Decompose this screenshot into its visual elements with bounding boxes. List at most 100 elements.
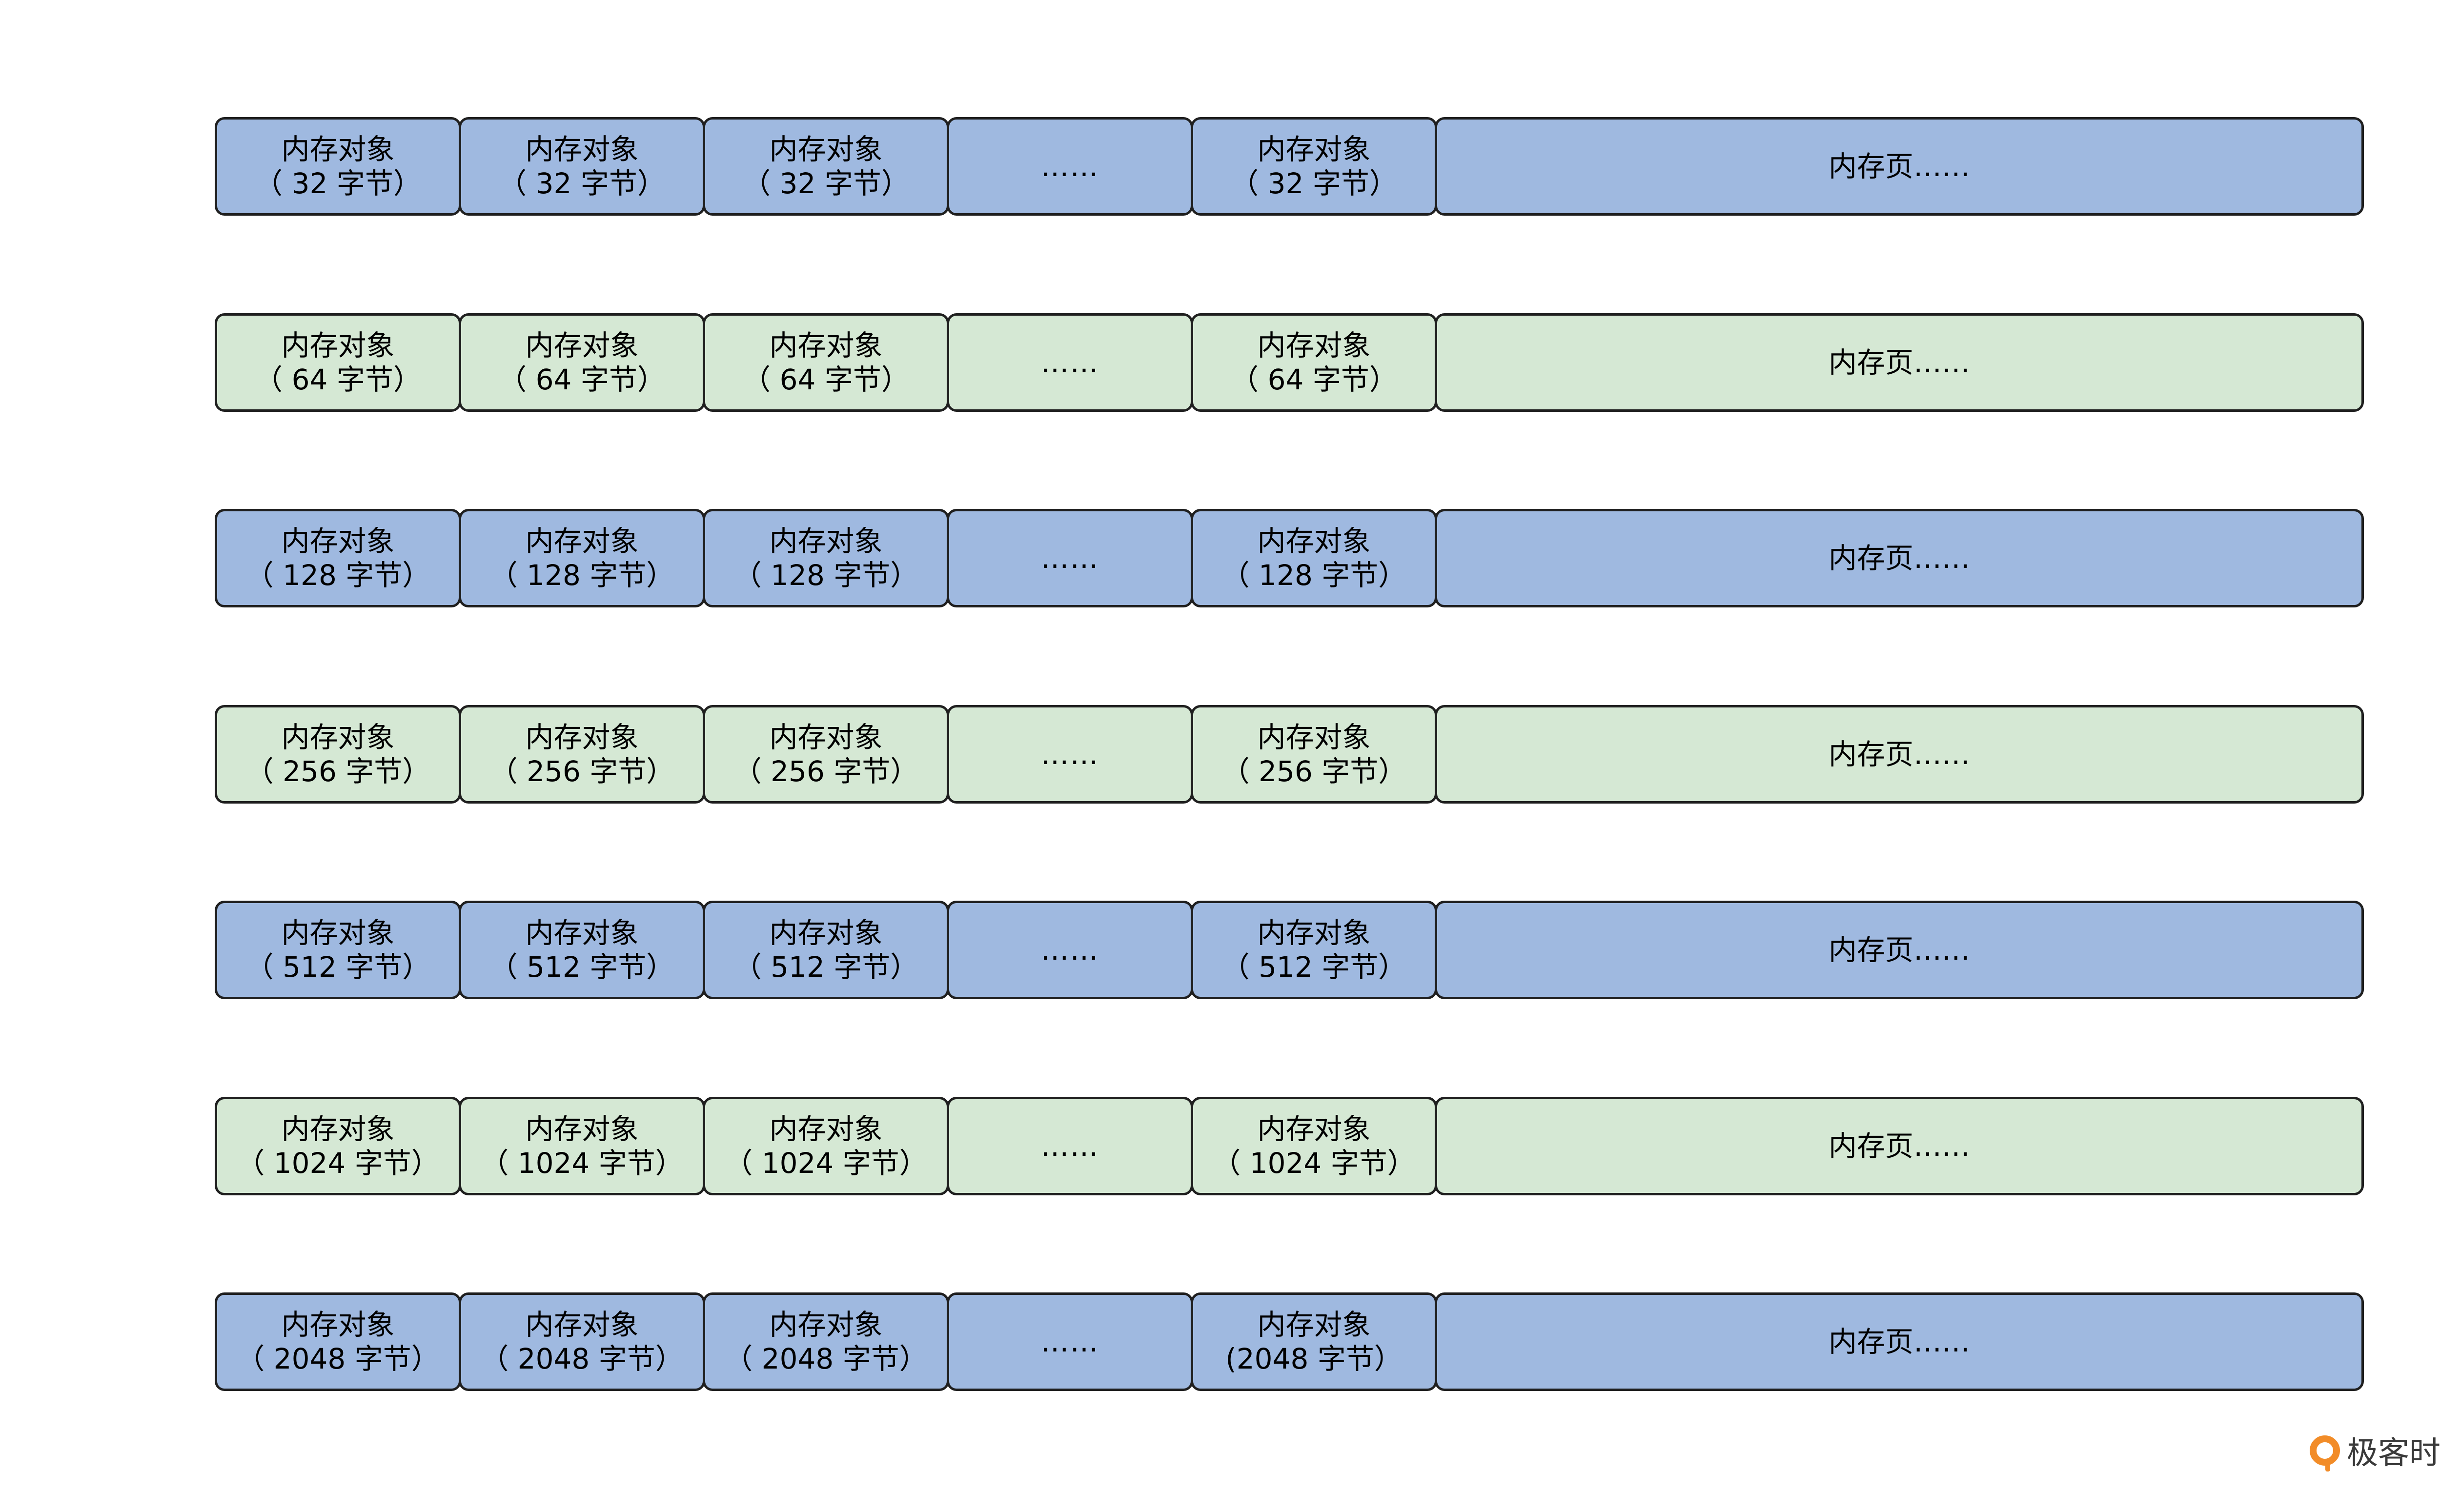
memory-object-cell: 内存对象（ 2048 字节）: [703, 1292, 949, 1391]
object-label: 内存对象: [525, 329, 639, 362]
object-size-label: （ 512 字节）: [733, 950, 919, 984]
brand-logo: 极客时间: [2310, 1428, 2440, 1473]
memory-object-cell: 内存对象（ 512 字节）: [459, 901, 705, 999]
object-label: 内存对象: [1257, 1112, 1371, 1146]
object-size-label: （ 512 字节）: [1221, 950, 1407, 984]
object-size-label: （ 256 字节）: [1221, 755, 1407, 788]
memory-object-cell: 内存对象（ 64 字节）: [215, 313, 461, 412]
object-label: 内存对象: [525, 524, 639, 558]
memory-object-cell: 内存对象(2048 字节）: [1191, 1292, 1437, 1391]
ellipsis-label: ……: [1040, 150, 1099, 183]
object-size-label: （ 256 字节）: [245, 755, 431, 788]
memory-page-cell: 内存页……: [1435, 117, 2364, 216]
object-size-label: （ 64 字节）: [498, 363, 666, 396]
ellipsis-label: ……: [1040, 346, 1099, 379]
memory-row: 内存对象（ 32 字节）内存对象（ 32 字节）内存对象（ 32 字节）……内存…: [215, 117, 2364, 216]
ellipsis-label: ……: [1040, 933, 1099, 967]
memory-object-cell: 内存对象（ 1024 字节）: [459, 1097, 705, 1195]
memory-object-cell: 内存对象（ 64 字节）: [1191, 313, 1437, 412]
ellipsis-cell: ……: [947, 509, 1193, 607]
ellipsis-cell: ……: [947, 1292, 1193, 1391]
memory-object-cell: 内存对象（ 64 字节）: [459, 313, 705, 412]
object-label: 内存对象: [1257, 524, 1371, 558]
ellipsis-cell: ……: [947, 313, 1193, 412]
object-size-label: （ 1024 字节）: [236, 1147, 440, 1180]
object-size-label: （ 64 字节）: [254, 363, 422, 396]
memory-object-cell: 内存对象（ 128 字节）: [1191, 509, 1437, 607]
object-label: 内存对象: [769, 721, 883, 754]
object-label: 内存对象: [281, 329, 395, 362]
object-label: 内存对象: [769, 133, 883, 166]
object-size-label: （ 1024 字节）: [1212, 1147, 1416, 1180]
memory-object-cell: 内存对象（ 256 字节）: [459, 705, 705, 804]
object-label: 内存对象: [525, 916, 639, 949]
object-size-label: （ 512 字节）: [489, 950, 675, 984]
ellipsis-label: ……: [1040, 738, 1099, 771]
page-label: 内存页……: [1828, 1129, 1970, 1163]
object-label: 内存对象: [525, 721, 639, 754]
object-label: 内存对象: [1257, 133, 1371, 166]
object-size-label: （ 256 字节）: [733, 755, 919, 788]
object-size-label: （ 2048 字节）: [480, 1342, 684, 1375]
object-label: 内存对象: [769, 524, 883, 558]
object-size-label: （ 256 字节）: [489, 755, 675, 788]
memory-object-cell: 内存对象（ 128 字节）: [459, 509, 705, 607]
object-label: 内存对象: [525, 133, 639, 166]
page-label: 内存页……: [1828, 1325, 1970, 1358]
ellipsis-label: ……: [1040, 542, 1099, 575]
logo-icon: [2310, 1435, 2340, 1472]
memory-object-cell: 内存对象（ 512 字节）: [703, 901, 949, 999]
memory-page-cell: 内存页……: [1435, 313, 2364, 412]
object-size-label: （ 2048 字节）: [236, 1342, 440, 1375]
object-size-label: （ 64 字节）: [1230, 363, 1398, 396]
memory-page-cell: 内存页……: [1435, 705, 2364, 804]
memory-page-cell: 内存页……: [1435, 901, 2364, 999]
object-label: 内存对象: [1257, 916, 1371, 949]
memory-row: 内存对象（ 64 字节）内存对象（ 64 字节）内存对象（ 64 字节）……内存…: [215, 313, 2364, 412]
memory-object-cell: 内存对象（ 32 字节）: [215, 117, 461, 216]
object-size-label: （ 128 字节）: [733, 559, 919, 592]
object-size-label: （ 128 字节）: [489, 559, 675, 592]
object-label: 内存对象: [281, 721, 395, 754]
object-label: 内存对象: [281, 1308, 395, 1341]
object-size-label: (2048 字节）: [1225, 1342, 1403, 1375]
memory-object-cell: 内存对象（ 512 字节）: [215, 901, 461, 999]
object-label: 内存对象: [1257, 1308, 1371, 1341]
object-label: 内存对象: [525, 1308, 639, 1341]
memory-object-cell: 内存对象（ 64 字节）: [703, 313, 949, 412]
memory-object-cell: 内存对象（ 128 字节）: [215, 509, 461, 607]
object-label: 内存对象: [769, 916, 883, 949]
object-label: 内存对象: [1257, 329, 1371, 362]
page-label: 内存页……: [1828, 346, 1970, 379]
memory-object-cell: 内存对象（ 32 字节）: [459, 117, 705, 216]
memory-page-cell: 内存页……: [1435, 509, 2364, 607]
object-label: 内存对象: [769, 1112, 883, 1146]
object-size-label: （ 1024 字节）: [480, 1147, 684, 1180]
object-size-label: （ 128 字节）: [1221, 559, 1407, 592]
object-size-label: （ 2048 字节）: [724, 1342, 928, 1375]
memory-object-cell: 内存对象（ 32 字节）: [703, 117, 949, 216]
object-size-label: （ 1024 字节）: [724, 1147, 928, 1180]
object-label: 内存对象: [281, 916, 395, 949]
memory-object-cell: 内存对象（ 2048 字节）: [459, 1292, 705, 1391]
ellipsis-cell: ……: [947, 705, 1193, 804]
memory-row: 内存对象（ 512 字节）内存对象（ 512 字节）内存对象（ 512 字节）……: [215, 901, 2364, 999]
memory-row: 内存对象（ 128 字节）内存对象（ 128 字节）内存对象（ 128 字节）……: [215, 509, 2364, 607]
object-label: 内存对象: [769, 329, 883, 362]
page-label: 内存页……: [1828, 150, 1970, 183]
memory-object-cell: 内存对象（ 32 字节）: [1191, 117, 1437, 216]
object-label: 内存对象: [769, 1308, 883, 1341]
page-label: 内存页……: [1828, 933, 1970, 967]
object-size-label: （ 32 字节）: [1230, 167, 1398, 200]
object-label: 内存对象: [281, 1112, 395, 1146]
object-size-label: （ 64 字节）: [742, 363, 910, 396]
memory-page-cell: 内存页……: [1435, 1097, 2364, 1195]
object-label: 内存对象: [281, 133, 395, 166]
memory-page-cell: 内存页……: [1435, 1292, 2364, 1391]
object-label: 内存对象: [281, 524, 395, 558]
object-size-label: （ 128 字节）: [245, 559, 431, 592]
ellipsis-label: ……: [1040, 1129, 1099, 1163]
object-label: 内存对象: [525, 1112, 639, 1146]
ellipsis-label: ……: [1040, 1325, 1099, 1358]
memory-object-cell: 内存对象（ 1024 字节）: [215, 1097, 461, 1195]
